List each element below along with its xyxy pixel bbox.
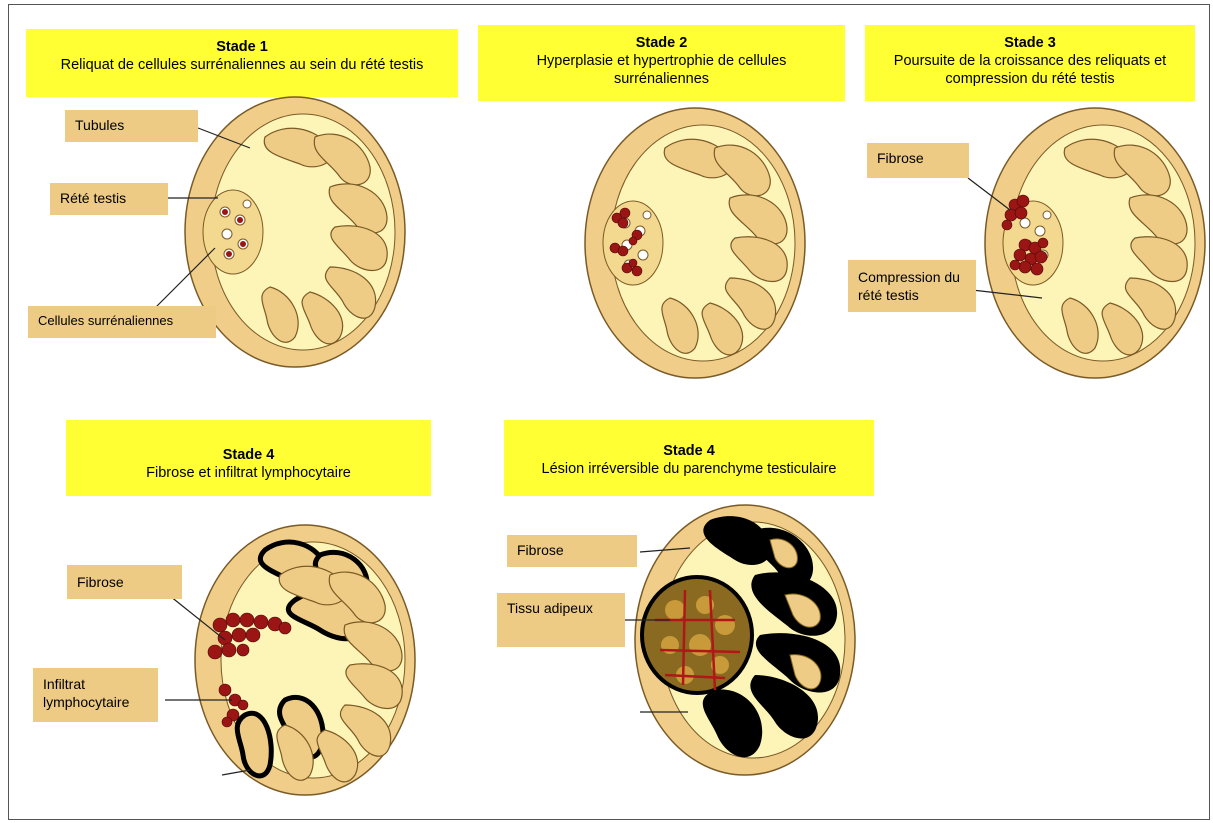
stage4a-testis (195, 525, 415, 795)
stage3-testis (985, 108, 1205, 378)
stage2-testis (585, 108, 805, 378)
label-tubules: Tubules (65, 110, 198, 142)
label-tissu-adipeux: Tissu adipeux (497, 593, 625, 647)
label-fibrose-stage3: Fibrose (867, 143, 969, 178)
label-compression: Compression du rété testis (848, 260, 976, 312)
stage4b-testis (635, 505, 855, 775)
stage1-testis (185, 97, 405, 367)
label-fibrose-stage4b: Fibrose (507, 535, 637, 567)
label-rete-testis: Rété testis (50, 183, 168, 215)
label-fibrose-stage4a: Fibrose (67, 565, 182, 599)
label-infiltrat: Infiltrat lymphocytaire (33, 668, 158, 722)
label-cellules-surrenaliennes: Cellules surrénaliennes (28, 306, 216, 338)
